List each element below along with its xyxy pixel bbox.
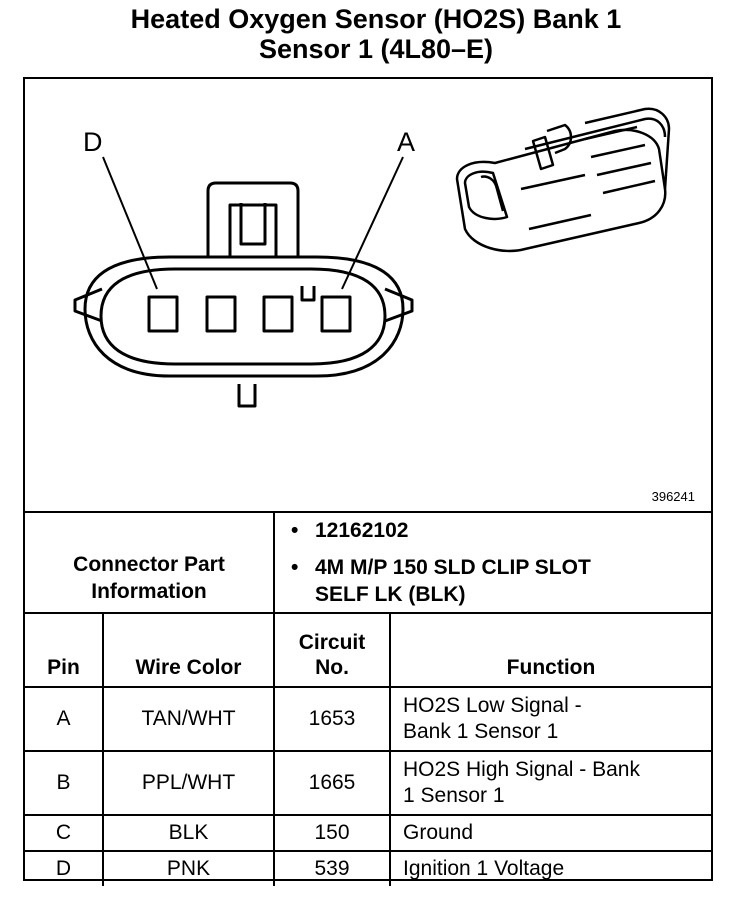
connector-info-item: • 12162102	[291, 517, 409, 544]
connector-info-item: • 4M M/P 150 SLD CLIP SLOT	[291, 554, 591, 581]
header-wire-color: Wire Color	[102, 612, 275, 688]
header-circuit: Circuit No.	[273, 612, 391, 688]
locking-tab-latch	[239, 203, 267, 246]
connector-figure: D A 396241	[25, 79, 711, 512]
cell-circuit: 150	[273, 814, 391, 852]
cell-function: HO2S High Signal - Bank 1 Sensor 1	[389, 750, 711, 816]
cell-circuit: 1665	[273, 750, 391, 816]
title-line-2: Sensor 1 (4L80–E)	[258, 34, 494, 64]
cell-wire-color: BLK	[102, 814, 275, 852]
connector-info-list: • 12162102 • 4M M/P 150 SLD CLIP SLOT SE…	[275, 513, 711, 613]
pin-cavity-b	[262, 295, 294, 333]
title-line-1: Heated Oxygen Sensor (HO2S) Bank 1	[130, 4, 622, 34]
cell-pin: A	[25, 686, 104, 752]
cell-wire-color: PNK	[102, 850, 275, 886]
table-row: C BLK 150 Ground	[25, 814, 711, 852]
bullet: •	[291, 519, 299, 542]
connector-drawing	[73, 107, 671, 408]
pin-cavity-d	[147, 295, 179, 333]
connector-info-item: SELF LK (BLK)	[315, 581, 465, 608]
cell-pin: C	[25, 814, 104, 852]
locking-tab	[206, 181, 300, 257]
header-circuit-line1: Circuit	[298, 631, 366, 654]
connector-info-heading-cell: Connector Part Information	[25, 513, 275, 613]
pin-label-a: A	[397, 127, 416, 157]
pin-label-d: D	[83, 127, 103, 157]
table-header-row: Pin Wire Color Circuit No. Function	[25, 612, 711, 688]
cell-wire-color: PPL/WHT	[102, 750, 275, 816]
table-row: D PNK 539 Ignition 1 Voltage	[25, 850, 711, 886]
pinout-table: Pin Wire Color Circuit No. Function A TA…	[25, 612, 711, 886]
bullet: •	[291, 556, 299, 579]
cell-function: HO2S Low Signal - Bank 1 Sensor 1	[389, 686, 711, 752]
connector-sheet: D A 396241 Connector Part Information • …	[23, 77, 713, 886]
table-row: B PPL/WHT 1665 HO2S High Signal - Bank 1…	[25, 750, 711, 816]
cell-function-line1: HO2S Low Signal -	[403, 694, 582, 717]
pin-cavity-a	[320, 295, 352, 333]
header-pin: Pin	[25, 612, 104, 688]
cell-pin: B	[25, 750, 104, 816]
cell-function: Ignition 1 Voltage	[389, 850, 711, 886]
cell-function: Ground	[389, 814, 711, 852]
connector-housing-outer	[83, 255, 405, 378]
cell-function-line1: HO2S High Signal - Bank	[403, 758, 640, 781]
table-row: A TAN/WHT 1653 HO2S Low Signal - Bank 1 …	[25, 686, 711, 752]
cell-circuit: 539	[273, 850, 391, 886]
header-function: Function	[389, 612, 711, 688]
connector-part-information: Connector Part Information • 12162102 • …	[25, 511, 711, 613]
connector-description: 4M M/P 150 SLD CLIP SLOT	[315, 556, 591, 579]
connector-info-heading: Connector Part Information	[73, 553, 225, 603]
cell-function-line2: Bank 1 Sensor 1	[403, 720, 559, 743]
bottom-key	[237, 384, 257, 408]
leader-line-d	[102, 156, 158, 290]
page-title: Heated Oxygen Sensor (HO2S) Bank 1 Senso…	[0, 4, 752, 64]
locking-tab-inner	[228, 203, 278, 257]
polarizing-notch	[300, 286, 316, 302]
connector-isometric-icon	[455, 107, 671, 253]
cell-pin: D	[25, 850, 104, 886]
cell-circuit: 1653	[273, 686, 391, 752]
pin-cavity-c	[205, 295, 237, 333]
right-ear	[384, 287, 414, 323]
cell-function-line2: 1 Sensor 1	[403, 784, 505, 807]
connector-description-cont: SELF LK (BLK)	[315, 583, 466, 606]
leader-line-a	[341, 156, 404, 290]
connector-housing-inner	[99, 267, 387, 366]
part-number: 12162102	[315, 519, 409, 542]
cell-wire-color: TAN/WHT	[102, 686, 275, 752]
figure-number: 396241	[651, 489, 695, 504]
header-circuit-line2: No.	[315, 656, 349, 679]
